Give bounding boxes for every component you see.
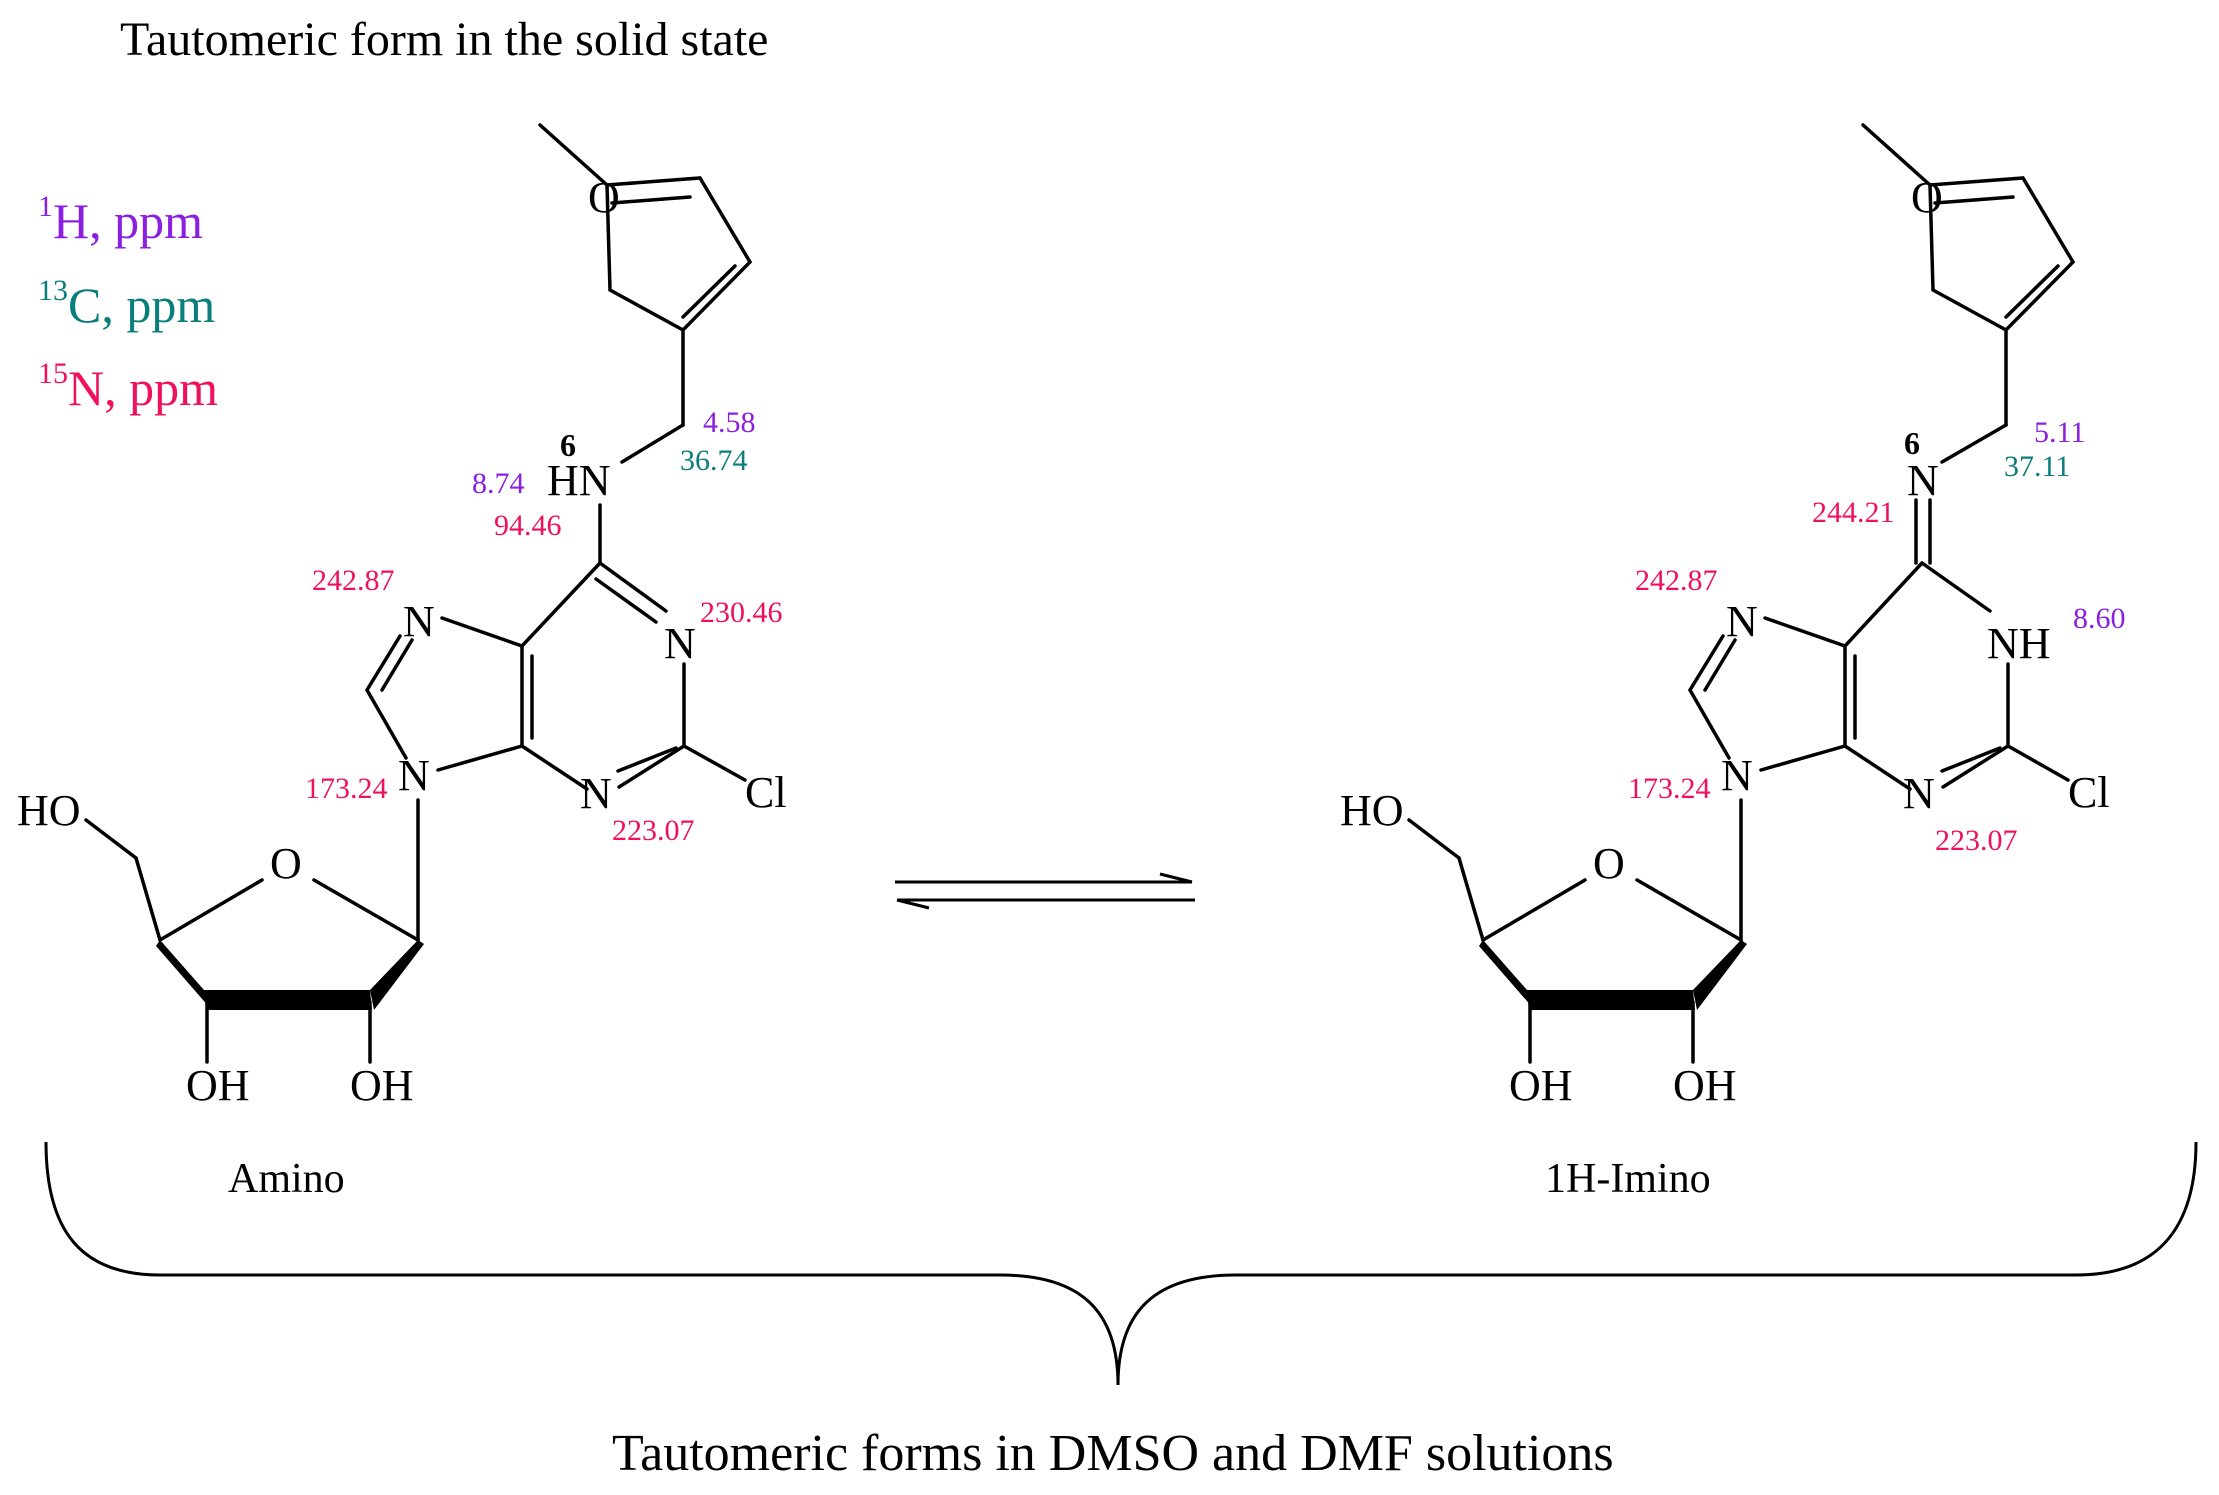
legend-c: 13C, ppm	[38, 274, 215, 333]
amino-h-ch2: 4.58	[703, 406, 756, 439]
amino-n3-shift: 223.07	[612, 814, 695, 847]
imino-ribose-o: O	[1593, 839, 1625, 888]
imino-wedges	[1479, 940, 1747, 1010]
imino-furan-o: O	[1911, 173, 1943, 222]
amino-n9: N	[398, 751, 430, 800]
imino-n3: N	[1903, 769, 1935, 818]
amino-n1-shift: 230.46	[700, 596, 783, 629]
figure-title: Tautomeric form in the solid state	[120, 13, 768, 66]
figure-footer: Tautomeric forms in DMSO and DMF solutio…	[612, 1425, 1614, 1482]
amino-nh-label: HN	[547, 456, 611, 505]
imino-pos6: 6	[1904, 425, 1920, 461]
imino-h-ch2: 5.11	[2034, 416, 2085, 449]
amino-n7-shift: 242.87	[312, 564, 395, 597]
amino-cl: Cl	[745, 768, 787, 817]
imino-n7-shift: 242.87	[1635, 564, 1718, 597]
imino-oh2: OH	[1673, 1061, 1737, 1110]
amino-wedges	[156, 940, 424, 1010]
amino-n-nh: 94.46	[494, 509, 562, 542]
legend-n: 15N, ppm	[38, 357, 218, 416]
imino-n9-shift: 173.24	[1628, 772, 1711, 805]
amino-c-ch2: 36.74	[680, 444, 748, 477]
amino-furan-o: O	[588, 173, 620, 222]
amino-n7: N	[403, 597, 435, 646]
amino-oh3: OH	[186, 1061, 250, 1110]
amino-ribose-o: O	[270, 839, 302, 888]
grouping-brace	[44, 1141, 2198, 1386]
amino-oh2: OH	[350, 1061, 414, 1110]
legend-h: 1H, ppm	[38, 190, 203, 249]
imino-exo-n: N	[1907, 456, 1939, 505]
imino-nh1: NH	[1987, 619, 2051, 668]
imino-n3-shift: 223.07	[1935, 824, 2018, 857]
amino-structure	[84, 123, 753, 1064]
amino-name: Amino	[228, 1156, 345, 1202]
amino-ho5: HO	[17, 786, 81, 835]
imino-ho5: HO	[1340, 786, 1404, 835]
imino-name: 1H-Imino	[1545, 1156, 1711, 1202]
imino-oh3: OH	[1509, 1061, 1573, 1110]
imino-n9: N	[1721, 751, 1753, 800]
amino-n1: N	[664, 619, 696, 668]
imino-h-nh1: 8.60	[2073, 602, 2126, 635]
amino-n9-shift: 173.24	[305, 772, 388, 805]
imino-structure	[1407, 123, 2076, 1064]
amino-pos6: 6	[560, 427, 576, 463]
nmr-legend: 1H, ppm 13C, ppm 15N, ppm	[38, 190, 218, 416]
imino-cl: Cl	[2068, 768, 2110, 817]
imino-exo-n-shift: 244.21	[1812, 496, 1895, 529]
imino-n7: N	[1726, 597, 1758, 646]
imino-c-ch2: 37.11	[2004, 450, 2070, 483]
amino-n3: N	[580, 769, 612, 818]
amino-h-nh: 8.74	[472, 467, 525, 500]
equilibrium-arrows	[895, 872, 1195, 910]
